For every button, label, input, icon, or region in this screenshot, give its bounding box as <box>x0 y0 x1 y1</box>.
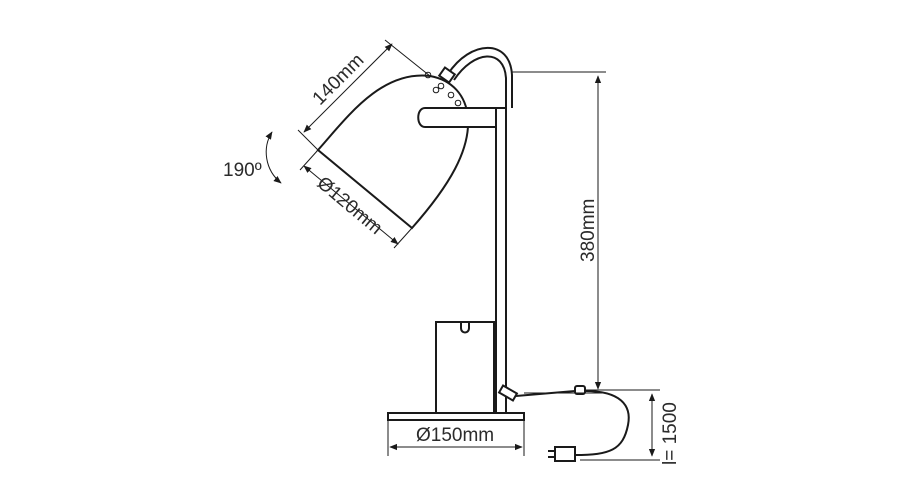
dimension-height: 380mm <box>512 71 606 394</box>
rotation-label: 190º <box>223 160 262 181</box>
dimension-cable-length: l= 1500 <box>580 389 681 465</box>
switch-and-cable <box>497 384 630 462</box>
shade-diameter-label: Ø120mm <box>313 173 386 239</box>
pen-holder <box>435 321 495 414</box>
gooseneck-arm <box>437 47 513 108</box>
dimension-shade-length: 140mm <box>297 39 431 151</box>
base-diameter-label: Ø150mm <box>416 425 494 446</box>
dimension-base-diameter: Ø150mm <box>387 420 525 456</box>
rotation-indicator: 190º <box>223 131 282 184</box>
shade-length-label: 140mm <box>309 50 369 110</box>
height-label: 380mm <box>578 199 599 262</box>
lamp-base <box>387 412 525 421</box>
vertical-pole <box>495 107 507 414</box>
shade-mount-holes <box>424 71 462 107</box>
dimension-shade-diameter: Ø120mm <box>299 149 413 249</box>
horizontal-arm <box>417 107 507 128</box>
cable-length-label: l= 1500 <box>660 402 681 465</box>
